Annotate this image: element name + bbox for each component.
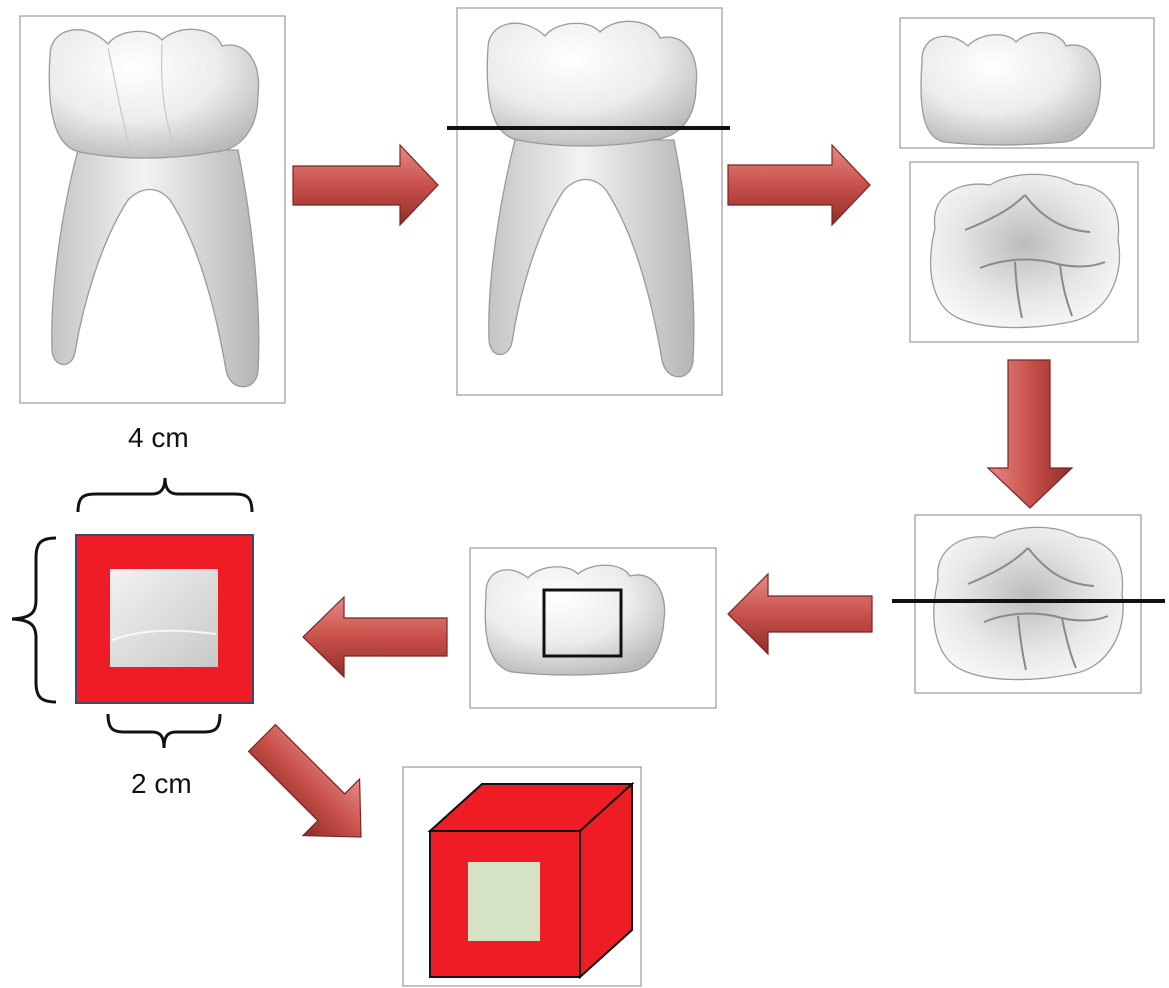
arrow-right-2 bbox=[728, 145, 870, 225]
brace-top bbox=[78, 478, 252, 512]
panel-crown-sample bbox=[470, 548, 716, 708]
brace-bottom bbox=[108, 714, 220, 748]
outer-dimension-label: 4 cm bbox=[128, 422, 189, 454]
panel-occlusal-cut bbox=[892, 515, 1165, 693]
tooth-crown-icon bbox=[485, 565, 664, 675]
panel-crown bbox=[900, 18, 1154, 148]
arrow-diagonal bbox=[234, 710, 390, 866]
arrow-down bbox=[988, 360, 1072, 508]
panel-occlusal-view bbox=[910, 162, 1138, 342]
panel-cube bbox=[403, 767, 641, 986]
tooth-crown-icon bbox=[921, 33, 1101, 145]
arrow-right-1 bbox=[293, 145, 438, 225]
panel-cut-tooth bbox=[447, 8, 730, 395]
arrow-left-2 bbox=[303, 597, 447, 677]
embedded-specimen-block bbox=[76, 535, 253, 703]
brace-left bbox=[12, 538, 56, 702]
cube-specimen-face bbox=[468, 862, 540, 941]
panel-whole-tooth bbox=[20, 16, 285, 403]
dentin-specimen bbox=[110, 569, 218, 667]
arrow-left-1 bbox=[728, 574, 872, 654]
specimen-cube-icon bbox=[430, 784, 632, 977]
occlusal-surface-icon bbox=[931, 174, 1120, 327]
inner-dimension-label: 2 cm bbox=[131, 768, 192, 800]
occlusal-surface-icon bbox=[934, 527, 1123, 679]
